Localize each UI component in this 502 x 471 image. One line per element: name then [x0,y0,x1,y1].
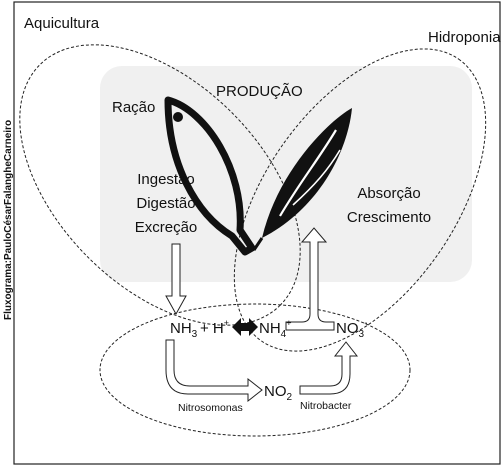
aquicultura-label: Aquicultura [24,15,100,32]
h-plus-label: + H+ [200,318,229,337]
hidroponia-label: Hidroponia [428,29,501,46]
nh3-label: NH3 [170,320,198,340]
side-caption: Fluxograma:PauloCésarFalangheCarneiro [3,120,14,320]
no2-label: NO2 [264,383,293,403]
excrecao-label: Excreção [135,219,198,236]
racao-label: Ração [112,99,155,116]
producao-label: PRODUÇÃO [216,83,303,100]
nitrobacter-arrow [300,342,357,394]
nitrosomonas-label: Nitrosomonas [178,402,243,414]
no3-label: NO3- [336,318,367,340]
nitrobacter-label: Nitrobacter [300,400,352,412]
ingestao-label: Ingestão [137,171,195,188]
digestao-label: Digestão [136,195,195,212]
absorcao-label: Absorção [357,185,420,202]
crescimento-label: Crescimento [347,209,431,226]
nitrosomonas-arrow [166,340,262,401]
